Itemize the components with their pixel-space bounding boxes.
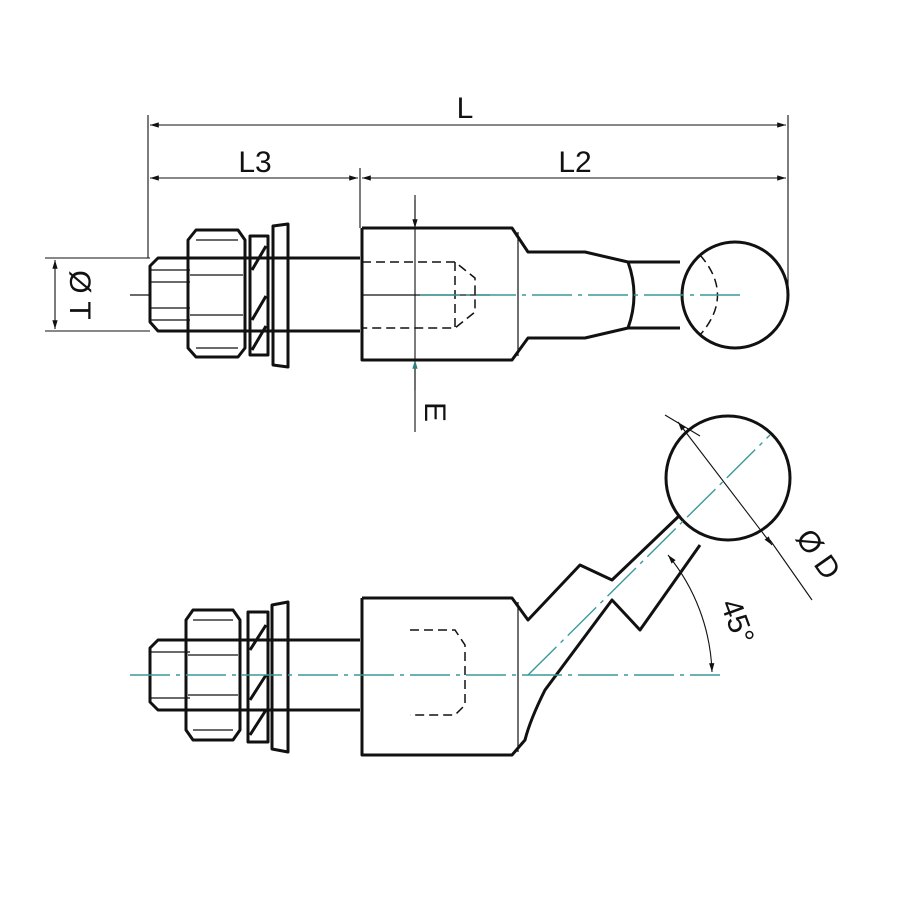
dimension-lines xyxy=(45,115,789,432)
dim-label-E: E xyxy=(418,402,451,422)
angle-arc xyxy=(667,554,715,673)
dim-label-L2: L2 xyxy=(558,146,591,179)
angled-view-ball-stud xyxy=(148,414,792,757)
dim-label-diameter-D: Ø D xyxy=(789,523,847,586)
ball-diameter-dimension xyxy=(664,414,813,601)
dim-label-L: L xyxy=(457,92,474,125)
dim-label-diameter-T: Ø T xyxy=(63,270,96,319)
dim-label-L3: L3 xyxy=(238,146,271,179)
dim-label-angle: 45° xyxy=(714,595,761,649)
